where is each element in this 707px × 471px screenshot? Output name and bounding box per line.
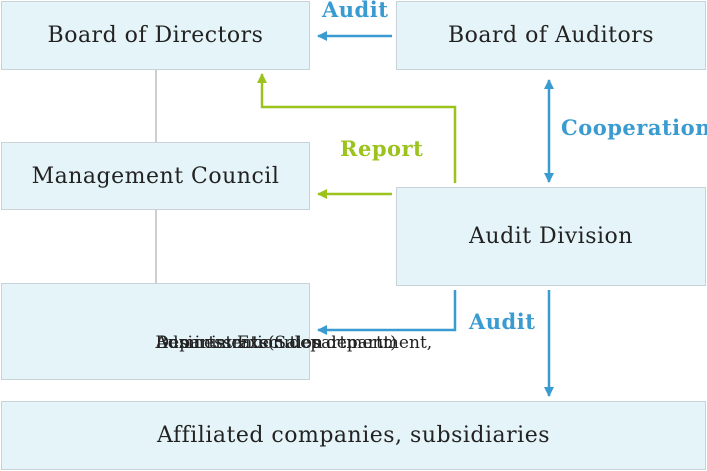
board-of-auditors-box: Board of Auditors [396, 1, 706, 70]
management-council-box: Management Council [1, 142, 310, 210]
audit-division-label: Audit Division [469, 224, 633, 249]
affiliated-companies-box: Affiliated companies, subsidiaries [1, 401, 706, 470]
affiliated-companies-label: Affiliated companies, subsidiaries [156, 423, 551, 448]
business-execution-line2: Departments(Sales department, [155, 332, 433, 353]
board-of-directors-box: Board of Directors [1, 1, 310, 70]
business-execution-line1: Business Execution [155, 332, 323, 353]
business-execution-line3: Administration department) [155, 332, 397, 353]
report-arrow-directors [257, 73, 457, 183]
audit-arrow-business [317, 290, 457, 335]
audit-division-box: Audit Division [396, 187, 706, 286]
board-of-directors-label: Board of Directors [47, 23, 264, 48]
business-execution-box: Business Execution Departments(Sales dep… [1, 283, 432, 380]
cooperation-label: Cooperation [561, 115, 707, 140]
audit-label-bottom: Audit [469, 309, 536, 334]
report-label: Report [340, 136, 424, 161]
audit-label-top: Audit [322, 0, 389, 22]
board-of-auditors-label: Board of Auditors [447, 23, 655, 48]
management-council-label: Management Council [31, 163, 280, 189]
